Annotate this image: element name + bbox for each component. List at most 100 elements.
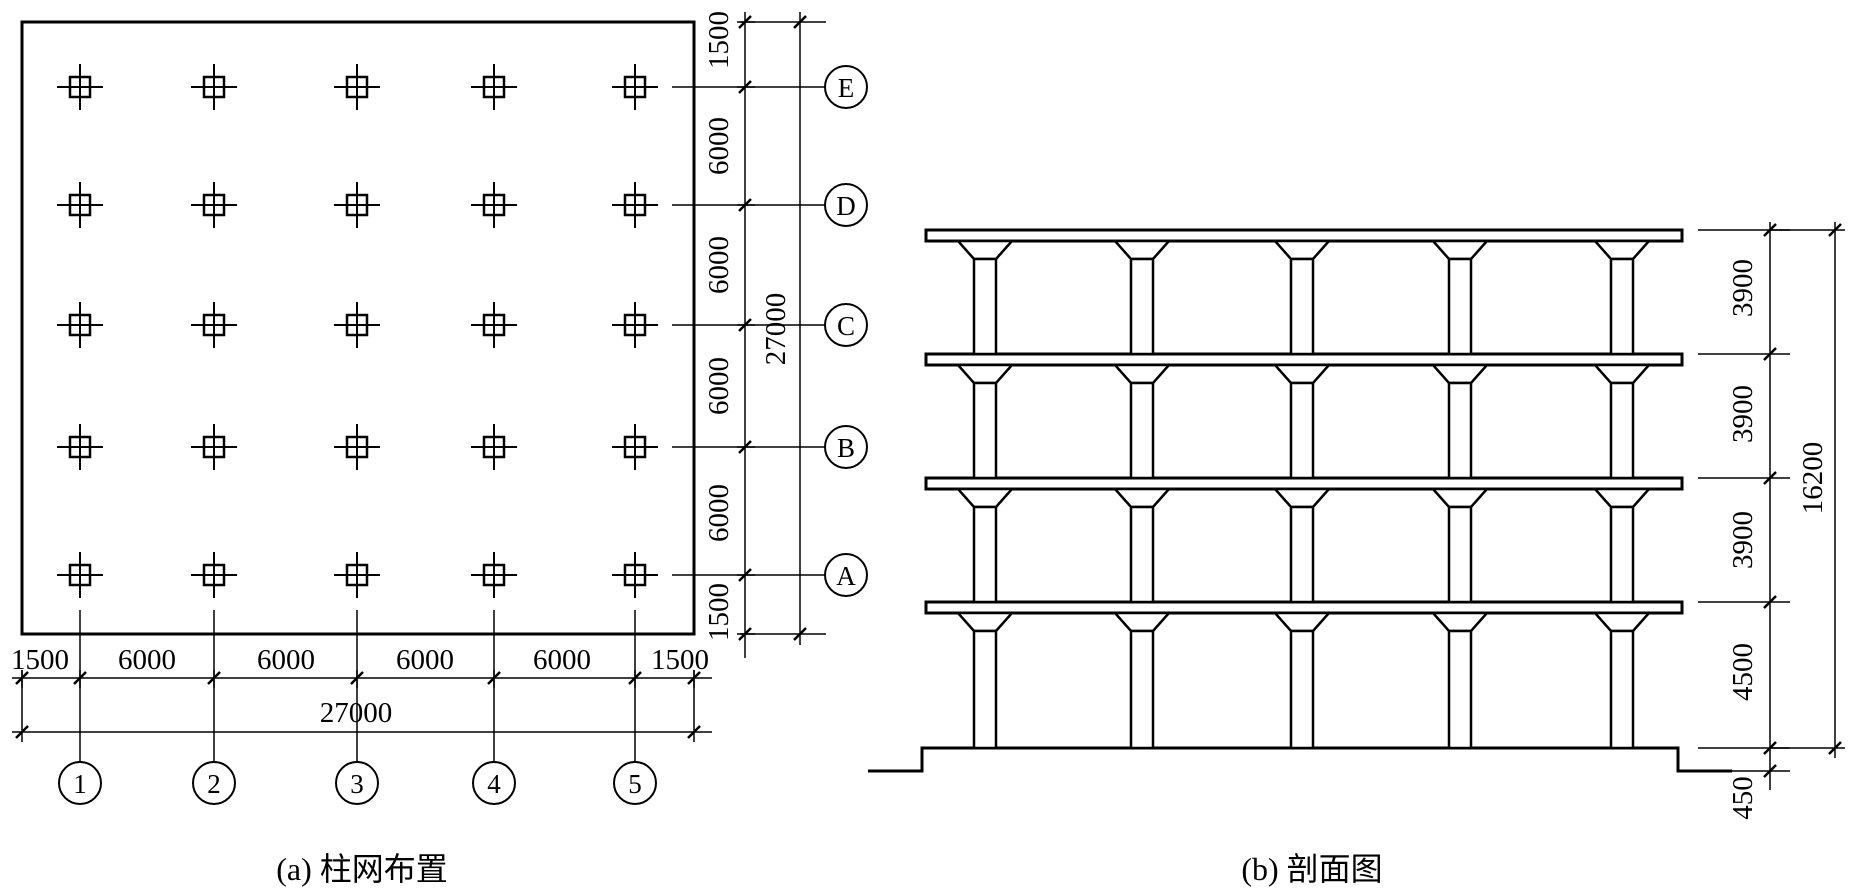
plan-column <box>57 182 103 228</box>
column-shaft <box>1447 505 1473 604</box>
section-column <box>1112 239 1172 356</box>
plan-column <box>57 424 103 470</box>
plan-column <box>334 182 380 228</box>
plan-x-dimensions: 1500 6000 6000 6000 6000 1500 27000 <box>11 644 709 729</box>
dim-text: 1500 <box>651 644 709 676</box>
column-shaft <box>1289 381 1315 480</box>
column-capital <box>1112 363 1172 385</box>
axis-bubble-4: 4 <box>472 761 516 805</box>
plan-column <box>57 64 103 110</box>
plan-column <box>334 64 380 110</box>
plan-column <box>334 302 380 348</box>
plan-column <box>471 182 517 228</box>
axis-bubble-5: 5 <box>613 761 657 805</box>
section-dimension-lines <box>1698 222 1845 790</box>
axis-bubble-B: B <box>824 425 868 469</box>
dim-tick <box>73 671 87 685</box>
column-shaft <box>972 381 998 480</box>
column-capital <box>1430 611 1490 633</box>
column-shaft <box>1289 505 1315 604</box>
plan-column <box>334 552 380 598</box>
dim-tick <box>628 671 642 685</box>
axis-label: E <box>838 73 855 103</box>
section-column <box>955 363 1015 480</box>
axis-label: D <box>836 191 856 221</box>
column-capital <box>1592 611 1652 633</box>
dim-tick <box>738 440 752 454</box>
dim-text: 6000 <box>396 644 454 676</box>
dim-text: 6000 <box>533 644 591 676</box>
dim-text: 1500 <box>703 11 735 69</box>
plan-column <box>57 302 103 348</box>
plan-y-axis-bubbles: A B C D E <box>824 65 868 597</box>
column-capital <box>1430 239 1490 261</box>
axis-bubble-1: 1 <box>58 761 102 805</box>
dim-tick <box>350 671 364 685</box>
plan-column <box>191 302 237 348</box>
column-shaft <box>1609 381 1635 480</box>
dim-text: 6000 <box>118 644 176 676</box>
column-capital <box>1272 487 1332 509</box>
column-shaft <box>1609 629 1635 750</box>
plan-x-axis-bubbles: 1 2 3 4 5 <box>58 761 657 805</box>
column-shaft <box>1447 257 1473 356</box>
axis-bubble-C: C <box>824 303 868 347</box>
dim-tick <box>793 627 807 641</box>
section-caption: (b) 剖面图 <box>1241 851 1382 887</box>
section-column <box>1592 611 1652 750</box>
dim-tick <box>738 568 752 582</box>
plan-column <box>191 64 237 110</box>
dim-tick <box>487 671 501 685</box>
column-capital <box>1592 487 1652 509</box>
section-column <box>1272 239 1332 356</box>
axis-bubble-3: 3 <box>335 761 379 805</box>
axis-bubble-2: 2 <box>192 761 236 805</box>
axis-label: C <box>837 311 855 341</box>
column-shaft <box>972 257 998 356</box>
dim-text: 6000 <box>703 357 735 415</box>
column-capital <box>955 363 1015 385</box>
axis-label: 3 <box>350 769 364 799</box>
dim-text: 1500 <box>703 583 735 641</box>
axis-label: 2 <box>207 769 221 799</box>
axis-label: 5 <box>628 769 642 799</box>
section-column <box>1272 363 1332 480</box>
plan-columns <box>57 64 658 598</box>
dim-text: 1500 <box>11 644 69 676</box>
plan-y-dimensions: 1500 6000 6000 6000 6000 1500 27000 <box>703 11 792 641</box>
dim-tick <box>1763 347 1777 361</box>
axis-label: 4 <box>487 769 501 799</box>
column-shaft <box>1447 381 1473 480</box>
column-capital <box>1272 611 1332 633</box>
foundation-dim-text: 450 <box>1727 776 1759 820</box>
dim-tick <box>15 725 29 739</box>
column-shaft <box>1129 505 1155 604</box>
column-capital <box>1430 363 1490 385</box>
column-shaft <box>1289 257 1315 356</box>
plan-column <box>191 182 237 228</box>
story-dim-text: 3900 <box>1727 511 1759 569</box>
floor-slab-2 <box>924 600 1684 615</box>
column-capital <box>1272 239 1332 261</box>
dim-tick <box>1763 471 1777 485</box>
frame-section <box>868 222 1845 790</box>
section-column <box>1112 363 1172 480</box>
section-column <box>1430 239 1490 356</box>
section-column <box>955 239 1015 356</box>
column-shaft <box>972 505 998 604</box>
dim-tick <box>687 725 701 739</box>
column-capital <box>955 239 1015 261</box>
dim-tick <box>738 198 752 212</box>
plan-column <box>471 552 517 598</box>
column-shaft <box>1447 629 1473 750</box>
section-column <box>1592 363 1652 480</box>
section-column <box>955 611 1015 750</box>
axis-bubble-D: D <box>824 183 868 227</box>
plan-column <box>612 302 658 348</box>
axis-label: A <box>836 561 856 591</box>
section-column <box>1112 487 1172 604</box>
dim-tick <box>738 80 752 94</box>
story-dim-text: 3900 <box>1727 385 1759 443</box>
column-shaft <box>1609 257 1635 356</box>
